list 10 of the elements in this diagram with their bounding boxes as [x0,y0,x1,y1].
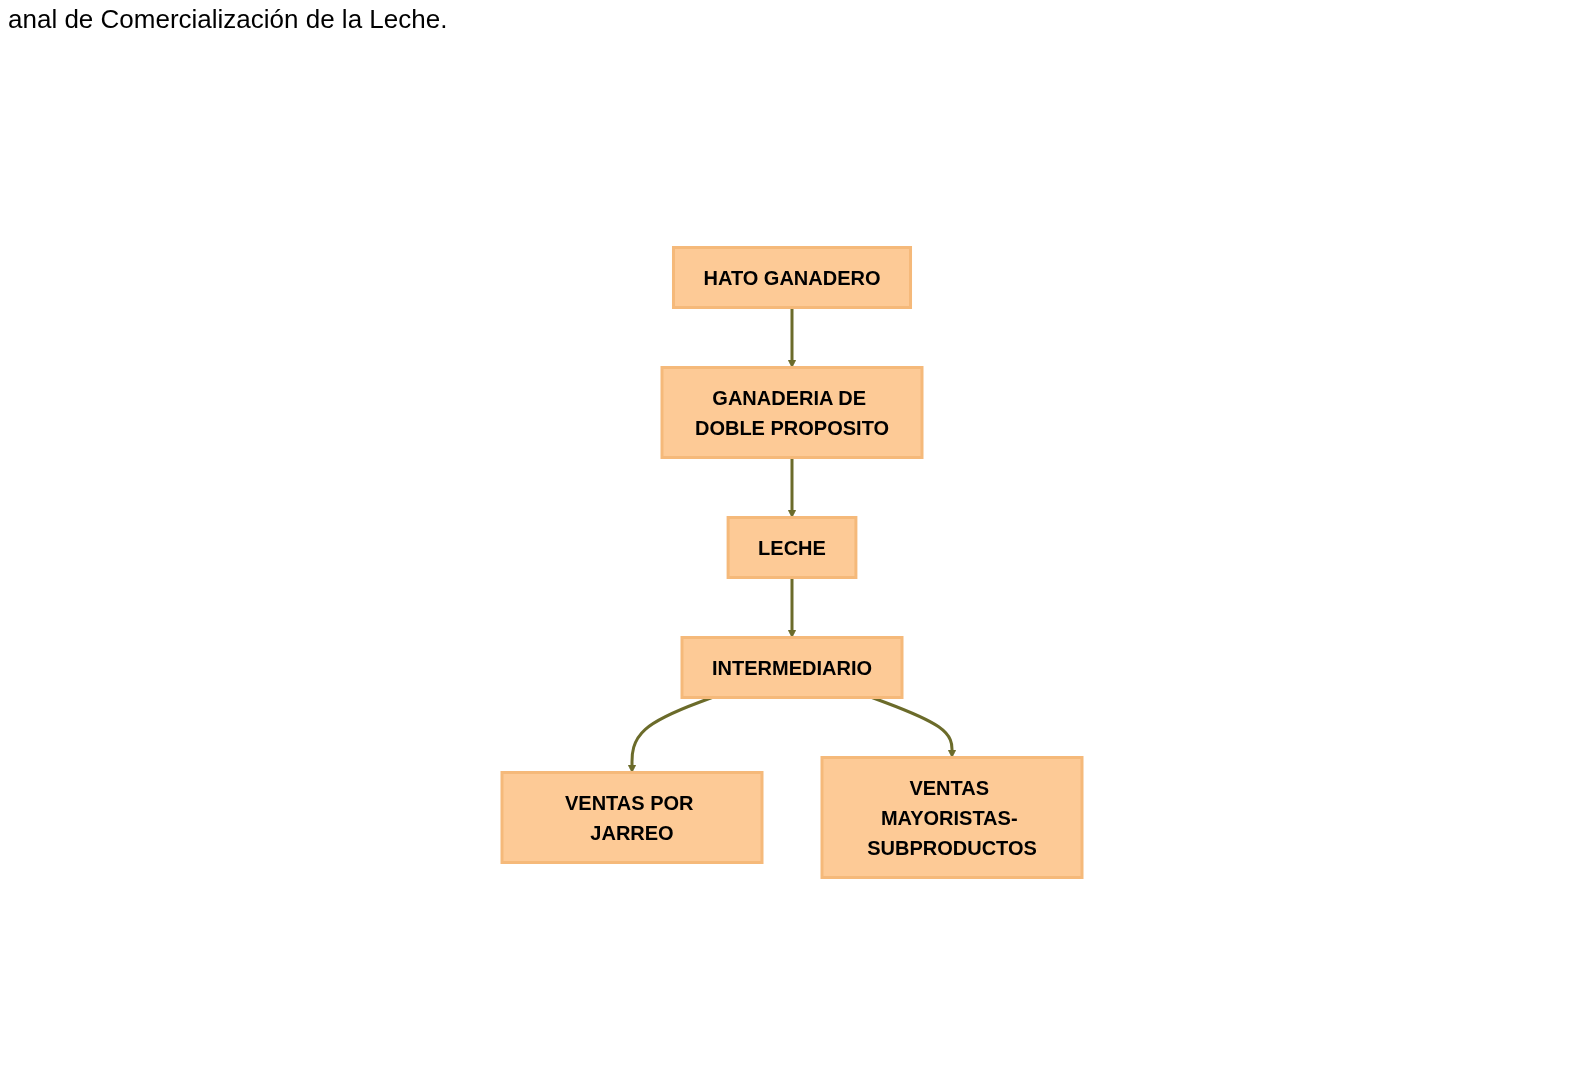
node-box: VENTAS MAYORISTAS- SUBPRODUCTOS [820,756,1084,879]
node-box: INTERMEDIARIO [680,636,904,699]
arrow [787,457,797,518]
node-box: VENTAS POR JARREO [500,771,764,864]
arrow [787,307,797,368]
node-box: GANADERIA DE DOBLE PROPOSITO [660,366,924,459]
diagram-title: anal de Comercialización de la Leche. [8,4,448,35]
node-box: LECHE [726,516,858,579]
node-box: HATO GANADERO [672,246,912,309]
arrow [787,577,797,638]
